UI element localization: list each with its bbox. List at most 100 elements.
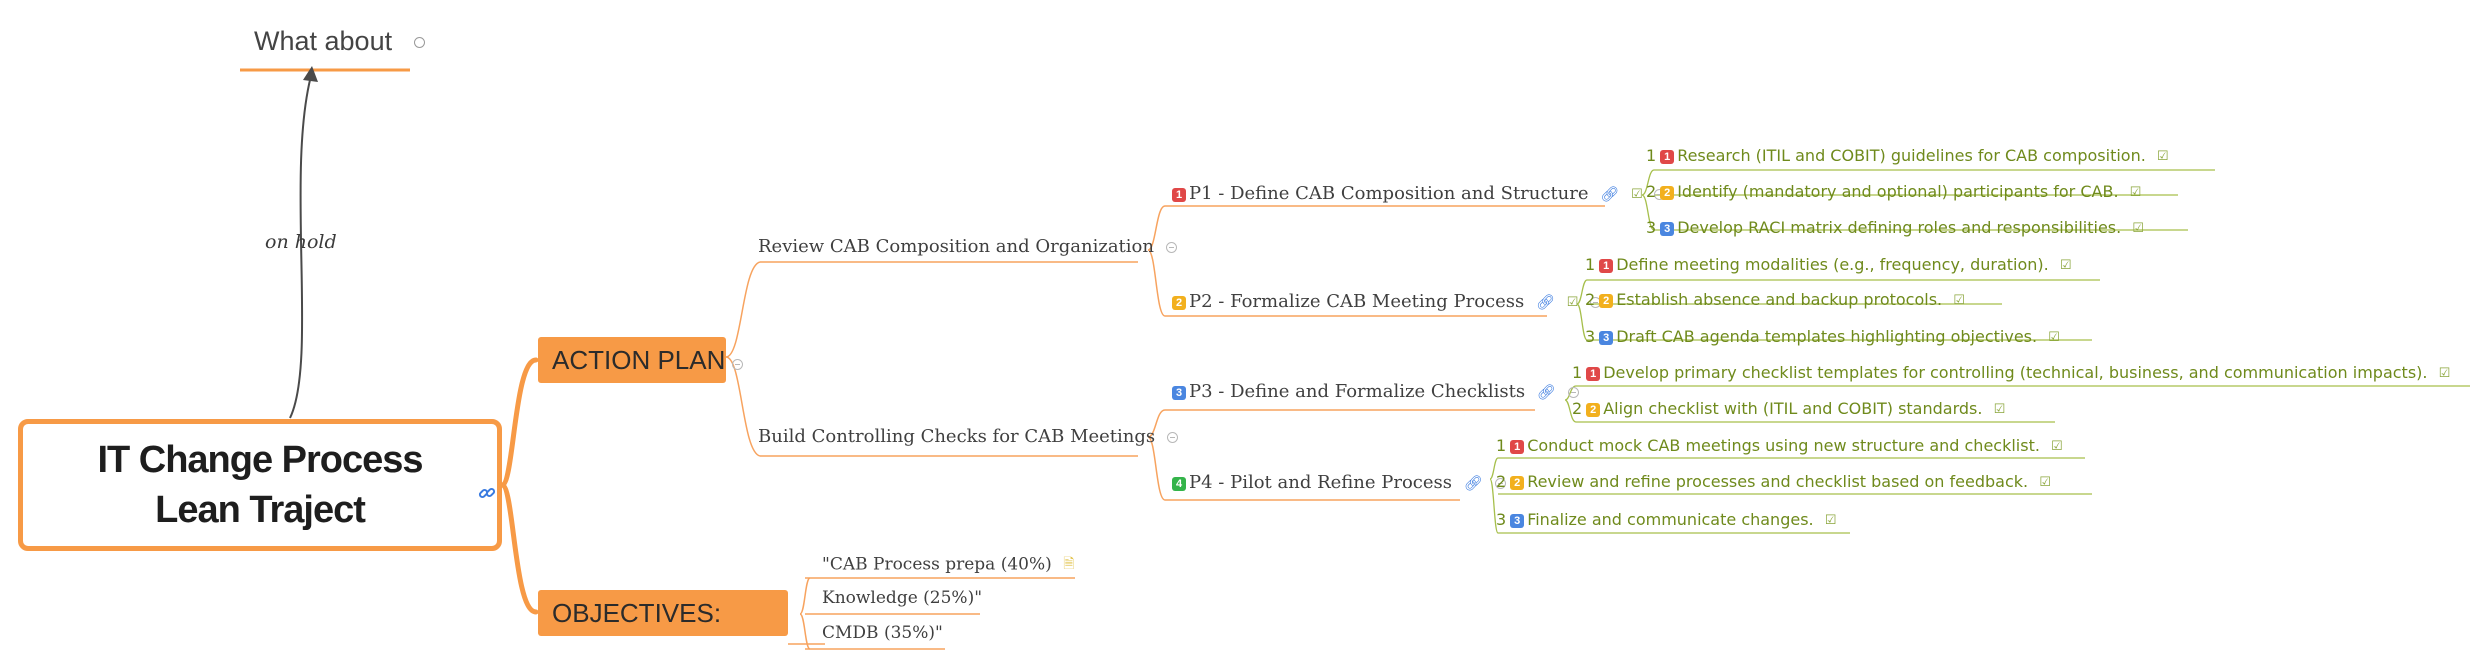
floating-topic-title: What about [254, 26, 393, 56]
task-check-icon[interactable]: ☑ [1631, 186, 1643, 202]
task-index: 3 [1585, 327, 1596, 346]
priority-badge: 2 [1660, 186, 1675, 200]
priority-badge: 3 [1510, 514, 1525, 528]
relationship-label[interactable]: on hold [265, 231, 337, 253]
link-icon[interactable] [478, 484, 496, 502]
task-text: Align checklist with (ITIL and COBIT) st… [1603, 399, 1983, 418]
task-index: 2 [1572, 399, 1583, 418]
collapse-toggle-icon[interactable] [732, 359, 743, 370]
priority-badge: 1 [1599, 259, 1614, 273]
link-icon[interactable]: 🔗︎ [1463, 474, 1483, 492]
priority-badge: 1 [1660, 150, 1675, 164]
task-check-icon[interactable]: ☑ [2132, 221, 2144, 236]
objective-text: Knowledge (25%)" [822, 588, 983, 608]
task-text: Draft CAB agenda templates highlighting … [1616, 327, 2038, 346]
connector-root-objectives [499, 482, 539, 615]
task-text: Review and refine processes and checklis… [1527, 472, 2029, 491]
task-check-icon[interactable]: ☑ [2039, 475, 2051, 490]
task-index: 1 [1572, 363, 1583, 382]
task-text: Establish absence and backup protocols. [1616, 290, 1943, 309]
task-check-icon[interactable]: ☑ [2438, 366, 2451, 381]
floating-topic[interactable]: What about [254, 26, 425, 57]
task-index: 1 [1646, 146, 1657, 165]
task-check-icon[interactable]: ☑ [1993, 402, 2006, 417]
task-text: Research (ITIL and COBIT) guidelines for… [1677, 146, 2146, 165]
task-index: 3 [1496, 510, 1507, 529]
group-label: Build Controlling Checks for CAB Meeting… [758, 426, 1156, 447]
task-check-icon[interactable]: ☑ [2051, 439, 2063, 454]
link-icon[interactable]: 🔗︎ [1536, 383, 1556, 401]
priority-badge: 3 [1599, 331, 1614, 345]
task-check-icon[interactable]: ☑ [1566, 294, 1579, 310]
phase-label: P1 - Define CAB Composition and Structur… [1189, 183, 1589, 204]
objective-text: CMDB (35%)" [822, 623, 943, 643]
objectives-label: OBJECTIVES: [552, 597, 722, 628]
objective-item[interactable]: "CAB Process prepa (40%) 🗎︎ [822, 553, 1074, 577]
task-text: Conduct mock CAB meetings using new stru… [1527, 436, 2040, 455]
priority-badge: 3 [1660, 222, 1675, 236]
objective-item[interactable]: CMDB (35%)" [822, 623, 943, 643]
task-text: Finalize and communicate changes. [1527, 510, 1814, 529]
priority-badge: 4 [1172, 477, 1186, 491]
task-text: Identify (mandatory and optional) partic… [1677, 182, 2119, 201]
collapse-toggle-icon[interactable] [1166, 431, 1178, 443]
objective-item[interactable]: Knowledge (25%)" [822, 588, 982, 608]
central-topic[interactable]: IT Change Process Lean Traject [18, 419, 502, 551]
task-text: Develop primary checklist templates for … [1603, 363, 2428, 382]
objectives-topic[interactable]: OBJECTIVES: [538, 590, 788, 636]
collapse-toggle-icon[interactable] [1567, 386, 1579, 398]
task-check-icon[interactable]: ☑ [1824, 513, 1837, 528]
add-circle-icon[interactable] [413, 37, 425, 49]
link-icon[interactable]: 🔗︎ [1535, 293, 1556, 311]
task-check-icon[interactable]: ☑ [2048, 330, 2060, 345]
collapse-toggle-icon[interactable] [1165, 241, 1177, 253]
task-index: 3 [1646, 218, 1657, 237]
priority-badge: 1 [1172, 188, 1186, 202]
phase-label: P4 - Pilot and Refine Process [1189, 472, 1453, 493]
relationship-arrow [289, 71, 313, 419]
task-check-icon[interactable]: ☑ [2059, 258, 2072, 273]
task-check-icon[interactable]: ☑ [2156, 149, 2169, 164]
task-check-icon[interactable]: ☑ [1953, 293, 1965, 308]
group-topic[interactable]: Build Controlling Checks for CAB Meeting… [758, 426, 1178, 447]
phase-label: P3 - Define and Formalize Checklists [1189, 381, 1526, 402]
group-topic[interactable]: Review CAB Composition and Organization [758, 236, 1177, 257]
priority-badge: 2 [1599, 294, 1614, 308]
task-text: Define meeting modalities (e.g., frequen… [1616, 255, 2049, 274]
connector-action-groups [725, 261, 761, 457]
note-icon[interactable]: 🗎︎ [1063, 556, 1075, 572]
task-index: 2 [1496, 472, 1507, 491]
link-icon[interactable]: 🔗︎ [1600, 185, 1620, 203]
priority-badge: 2 [1510, 476, 1525, 490]
connector-group1-phases [1147, 205, 1166, 317]
objective-text: "CAB Process prepa (40%) [822, 554, 1052, 575]
central-topic-title: IT Change Process Lean Traject [97, 439, 423, 531]
action-plan-topic[interactable]: ACTION PLAN [538, 337, 726, 383]
action-plan-label: ACTION PLAN [552, 344, 726, 375]
priority-badge: 1 [1510, 440, 1525, 454]
collapse-toggle-icon[interactable] [1494, 477, 1506, 489]
priority-badge: 1 [1586, 367, 1601, 381]
task-index: 1 [1585, 255, 1596, 274]
task-check-icon[interactable]: ☑ [2129, 185, 2142, 200]
task-text: Develop RACI matrix defining roles and r… [1677, 218, 2122, 237]
task-index: 2 [1646, 182, 1657, 201]
connector-group2-phases [1147, 409, 1166, 501]
task-index: 2 [1585, 290, 1596, 309]
